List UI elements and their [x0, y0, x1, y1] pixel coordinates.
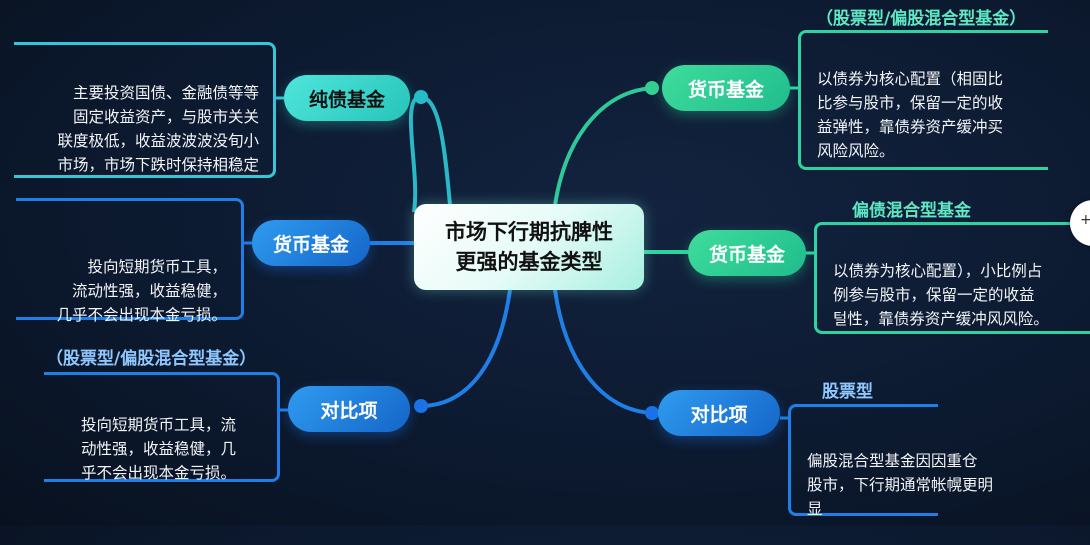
compare-left-description-text: 投向短期货币工具，流 动性强，收益稳健，几 乎不会出现本金亏损。	[80, 416, 236, 482]
bond-biased-hybrid-heading: 偏债混合型基金	[852, 201, 971, 221]
pure-bond-fund-description-text: 主要投资国债、金融债等等 固定收益资产，与股市关关 联度极低，收益波波波没旬小 …	[57, 84, 259, 174]
central-topic[interactable]: 市场下行期抗脾性 更强的基金类型	[414, 204, 644, 290]
compare-left-description: 投向短期货币工具，流 动性强，收益稳健，几 乎不会出现本金亏损。	[44, 372, 280, 482]
money-fund-right-top-description-text: 以债券为核心配置（相固比 比参与股市，保留一定的收 益弹性，靠债券资产缓冲买 风…	[817, 70, 1004, 160]
stock-type-heading: 股票型	[822, 382, 873, 402]
floating-add-button[interactable]: +	[1070, 200, 1090, 246]
plus-icon: +	[1080, 212, 1090, 228]
compare-right-description: 偏股混合型基金因因重仓 股市，下行期通常帐幌更明 显	[788, 404, 993, 518]
money-fund-left-description-text: 投向短期货币工具， 流动性强，收益稳健， 几乎不会出现本金亏损。	[56, 258, 227, 324]
compare-left-node[interactable]: 对比项	[288, 386, 410, 432]
compare-left-label: 对比项	[320, 399, 378, 422]
money-fund-left-label: 货币基金	[272, 233, 349, 256]
central-topic-title: 市场下行期抗脾性 更强的基金类型	[445, 220, 613, 274]
money-fund-right-mid-description: 以债券为核心配置），小比例占 例参与股市，保留一定的收益 털性，靠债券资产缓冲风…	[814, 222, 1090, 334]
money-fund-right-top-label: 货币基金	[687, 78, 764, 101]
money-fund-right-mid-label: 货币基金	[708, 243, 785, 266]
money-fund-right-top-description: 以债券为核心配置（相固比 比参与股市，保留一定的收 益弹性，靠债券资产缓冲买 风…	[798, 30, 1048, 170]
money-fund-right-top-heading: （股票型/偏股混合型基金）	[816, 9, 1027, 29]
mind-map-canvas: 市场下行期抗脾性 更强的基金类型 主要投资国债、金融债等等 固定收益资产，与股市…	[14, 9, 1090, 518]
money-fund-left-node[interactable]: 货币基金	[252, 220, 370, 266]
compare-left-heading: （股票型/偏股混合型基金）	[46, 349, 257, 369]
money-fund-right-mid-node[interactable]: 货币基金	[688, 230, 806, 276]
pure-bond-fund-label: 纯债基金	[308, 88, 385, 111]
pure-bond-fund-node[interactable]: 纯债基金	[284, 75, 410, 121]
money-fund-left-description: 投向短期货币工具， 流动性强，收益稳健， 几乎不会出现本金亏损。	[16, 198, 244, 324]
money-fund-right-top-node[interactable]: 货币基金	[662, 65, 790, 111]
pure-bond-fund-description: 主要投资国债、金融债等等 固定收益资产，与股市关关 联度极低，收益波波波没旬小 …	[14, 42, 276, 178]
money-fund-right-mid-description-text: 以债券为核心配置），小比例占 例参与股市，保留一定的收益 털性，靠债券资产缓冲风…	[833, 262, 1049, 328]
compare-right-description-text: 偏股混合型基金因因重仓 股市，下行期通常帐幌更明 显	[807, 452, 994, 518]
compare-right-node[interactable]: 对比项	[658, 390, 780, 436]
compare-right-label: 对比项	[690, 403, 748, 426]
